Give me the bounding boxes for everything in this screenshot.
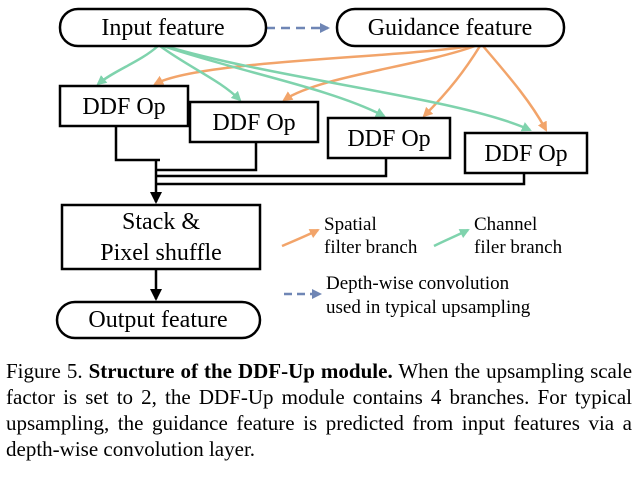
stack-pixel-shuffle-node: Stack & Pixel shuffle xyxy=(60,203,262,271)
figure-caption: Figure 5. Structure of the DDF-Up module… xyxy=(6,358,632,462)
output-feature-label: Output feature xyxy=(88,307,227,333)
ddf-op-connectors xyxy=(114,126,526,204)
legend-channel-line2: filer branch xyxy=(474,237,563,258)
ddf-op-label-3: DDF Op xyxy=(347,126,430,152)
ddf-op-label-1: DDF Op xyxy=(82,94,165,120)
spatial-arrow-2 xyxy=(282,44,476,102)
channel-arrow-1 xyxy=(96,45,159,86)
ddf-op-node-1: DDF Op xyxy=(58,84,190,128)
spatial-arrow-3 xyxy=(422,45,482,118)
ddf-op-label-2: DDF Op xyxy=(212,110,295,136)
ddf-op-node-3: DDF Op xyxy=(326,116,452,160)
guidance-feature-node: Guidance feature xyxy=(335,7,566,48)
guidance-feature-label: Guidance feature xyxy=(368,15,533,41)
input-feature-label: Input feature xyxy=(101,15,224,41)
legend-channel-line1: Channel xyxy=(474,214,537,235)
legend-spatial-line1: Spatial xyxy=(324,214,377,235)
spatial-arrow-1 xyxy=(153,44,471,86)
spatial-branch-arrows xyxy=(153,44,548,132)
ddf-up-diagram: Input feature Guidance feature DDF Op DD… xyxy=(55,7,589,340)
stack-label-line2: Pixel shuffle xyxy=(100,240,222,266)
caption-title: Structure of the DDF-Up module. xyxy=(88,359,393,383)
legend-spatial: Spatial filter branch xyxy=(281,214,418,258)
channel-arrow-3 xyxy=(162,44,386,118)
legend-depthwise: Depth-wise convolution used in typical u… xyxy=(284,273,531,318)
legend: Spatial filter branch Channel filer bran… xyxy=(281,214,563,318)
caption-body: When the upsampling scale factor is set … xyxy=(6,359,633,461)
caption-label: Figure 5. xyxy=(6,359,83,383)
stack-label-line1: Stack & xyxy=(122,209,200,235)
legend-depthwise-line1: Depth-wise convolution xyxy=(326,273,510,294)
legend-depthwise-line2: used in typical upsampling xyxy=(326,297,531,318)
ddf-op-label-4: DDF Op xyxy=(484,141,567,167)
channel-arrow-4 xyxy=(164,44,532,132)
spatial-arrow-4 xyxy=(482,45,548,132)
input-feature-node: Input feature xyxy=(58,7,268,48)
output-feature-node: Output feature xyxy=(55,300,262,340)
ddf-op-node-4: DDF Op xyxy=(463,131,589,175)
channel-arrow-2 xyxy=(159,44,242,102)
legend-spatial-line2: filter branch xyxy=(324,237,418,258)
channel-branch-arrows xyxy=(96,44,532,132)
ddf-op-node-2: DDF Op xyxy=(188,100,320,144)
legend-channel: Channel filer branch xyxy=(433,214,563,258)
